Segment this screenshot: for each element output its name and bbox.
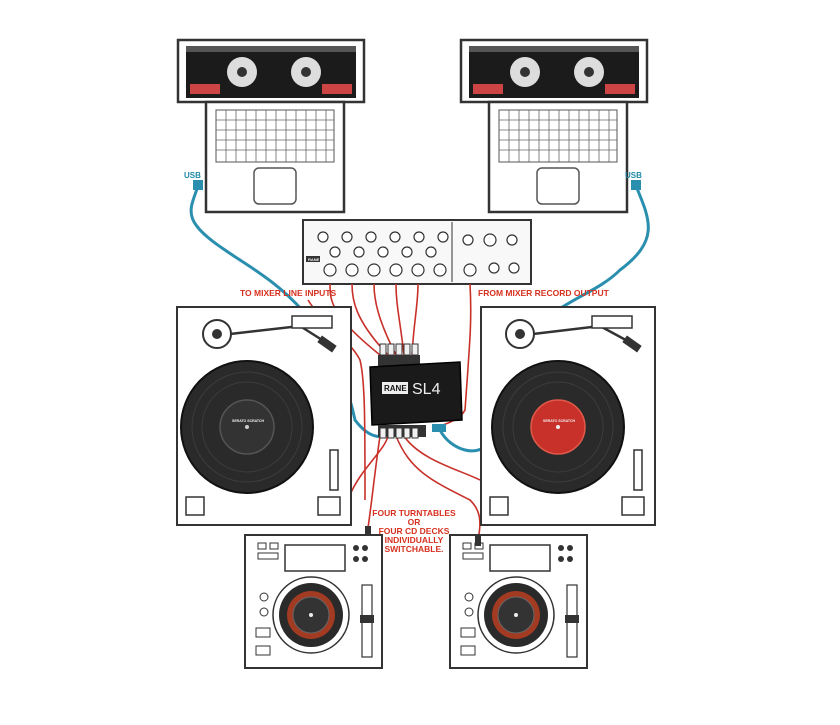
cable-red-2	[351, 283, 389, 356]
usb-cable-left	[189, 185, 394, 439]
mixer: RANE	[302, 219, 532, 285]
interface-brand: RANE	[384, 384, 407, 393]
laptop-left	[176, 38, 366, 214]
note-line-1: FOUR TURNTABLES	[372, 508, 456, 518]
cable-red-cd-right	[395, 435, 481, 541]
cd-plugs	[365, 526, 481, 546]
sl4-interface: RANE SL4	[369, 343, 463, 439]
cable-red-cd-left	[367, 435, 381, 529]
note-line-5: SWITCHABLE.	[384, 544, 443, 554]
cd-deck-right	[449, 534, 588, 669]
cable-red-tt-right	[403, 435, 481, 481]
cable-red-4	[395, 283, 405, 356]
turntable-right: SERATO SCRATCH	[480, 306, 656, 526]
usb-label-left: USB	[184, 171, 201, 180]
note-line-4: INDIVIDUALLY	[385, 535, 444, 545]
note-line-2: OR	[408, 517, 421, 527]
cable-red-record	[431, 283, 472, 429]
to-mixer-label: TO MIXER LINE INPUTS	[240, 288, 337, 298]
svg-text:SERATO SCRATCH: SERATO SCRATCH	[232, 419, 265, 423]
interface-model: SL4	[412, 381, 441, 398]
mixer-brand: RANE	[308, 257, 320, 262]
turntable-left: SERATO SCRATCH	[176, 306, 352, 526]
svg-text:SERATO SCRATCH: SERATO SCRATCH	[543, 419, 576, 423]
note-line-3: FOUR CD DECKS	[379, 526, 450, 536]
cd-deck-left	[244, 534, 383, 669]
from-mixer-label: FROM MIXER RECORD OUTPUT	[478, 288, 610, 298]
switch-note: FOUR TURNTABLES OR FOUR CD DECKS INDIVID…	[372, 508, 456, 554]
usb-label-right: USB	[625, 171, 642, 180]
cable-red-tt-left-2	[349, 435, 389, 496]
laptop-right	[459, 38, 649, 214]
